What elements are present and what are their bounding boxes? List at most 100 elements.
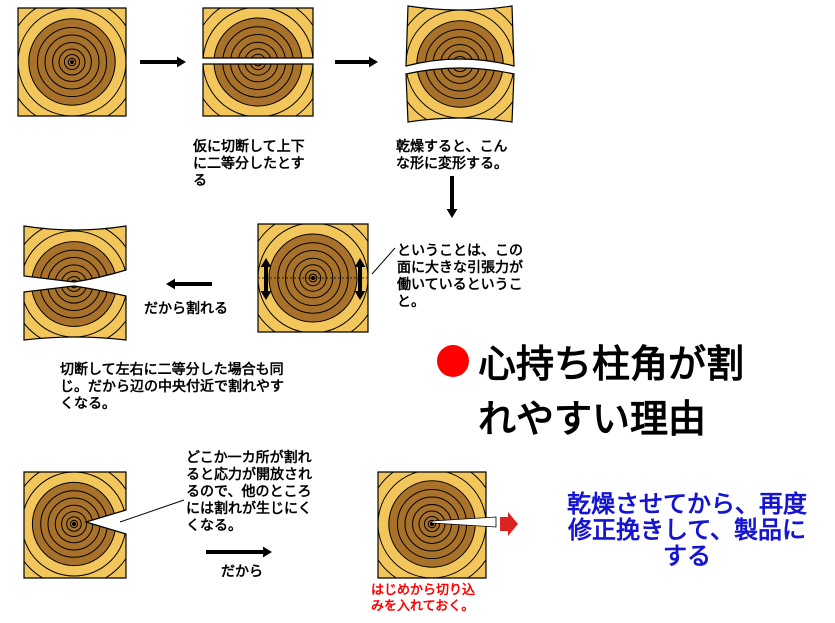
tension-arrow-up-right [354,258,366,278]
caption-dry-then-finish: 乾燥させてから、再度 修正挽きして、製品に する [567,490,807,570]
growth-ring [253,64,263,67]
log-precut-slit [377,471,487,579]
caption-therefore-splits: だから割れる [144,301,228,317]
red-bullet-icon [437,345,469,377]
caption-therefore: だから [221,564,263,580]
tension-arrow-down-left [260,278,272,300]
growth-ring [230,64,286,90]
growth-ring [54,264,94,282]
log-original [17,7,127,117]
pith [311,276,315,280]
caption-precut-slit: はじめから切り込 みを入れておく。 [371,583,476,614]
growth-ring [66,516,82,532]
growth-ring [440,68,480,84]
growth-ring [61,511,87,537]
arrow-down-to-tension [446,176,458,218]
log-deformed-bottom [405,62,515,123]
growth-ring [285,250,341,306]
growth-ring [24,230,126,282]
block-outline [23,285,127,341]
heartwood [213,64,303,107]
growth-ring [446,68,474,78]
growth-ring [60,286,88,298]
growth-ring [60,270,88,282]
log-cut-top [202,7,314,59]
block-outline [23,471,127,579]
block-outline [257,223,369,333]
growth-ring [451,68,469,73]
block-outline [202,63,314,117]
growth-ring [58,48,86,76]
log-natural-crack [23,471,127,579]
heartwood [31,286,117,327]
pith [458,62,462,66]
growth-ring [222,64,294,98]
growth-ring [66,286,82,292]
growth-ring [222,26,294,58]
pointer-line [119,499,185,523]
growth-ring [39,249,109,282]
growth-ring [424,68,496,100]
growth-ring [69,286,79,289]
growth-ring [308,273,318,283]
pith [458,62,462,66]
growth-ring [423,515,441,533]
growth-ring [54,286,94,304]
growth-ring [24,472,126,577]
block-outline [405,67,515,123]
growth-ring [244,64,272,76]
log-tension [257,223,369,333]
arrow-therefore [206,546,272,558]
growth-ring [249,64,267,71]
growth-ring [230,34,286,58]
heartwood [416,68,504,108]
growth-ring [36,26,108,98]
block-outline [17,7,127,117]
red-arrow-icon [500,512,518,536]
growth-ring [39,286,109,319]
growth-ring [237,64,279,83]
caption-tensile-force: ということは、この 面に大きな引張力が 働いているというこ と。 [397,243,523,310]
growth-ring [455,59,465,66]
block-outline [202,7,314,59]
block-outline [405,5,515,67]
pointer-line [371,247,396,275]
log-split-bottom [23,285,127,341]
growth-ring [237,41,279,58]
tension-arrow-up-left [260,258,272,278]
caption-stress-released: どこか一カ所が割れ ると応力が開放され るので、他のところ には割れが生じにく … [186,450,312,534]
growth-ring [249,53,267,58]
growth-ring [455,68,465,69]
growth-ring [44,34,100,90]
heartwood [213,17,303,58]
growth-ring [244,48,272,58]
log-cut-bottom [202,63,314,117]
title-line-2: れやすい理由 [478,397,707,441]
growth-ring [69,279,79,282]
growth-ring [66,276,82,282]
growth-ring [432,68,488,92]
caption-left-right-same: 切断して左右に二等分した場合も同 じ。だから辺の中央付近で割れやす くなる。 [60,362,284,412]
growth-ring [304,269,322,287]
growth-ring [277,242,349,314]
caption-cut-in-half: 仮に切断して上下 に二等分したとす る [193,139,305,189]
arrow-step-1-to-2 [140,56,186,68]
pith [72,522,76,526]
growth-ring [63,53,81,71]
arrow-step-2-to-3 [335,56,378,68]
growth-ring [292,257,334,299]
growth-ring [47,286,101,311]
saw-slit [431,516,497,528]
heartwood [31,241,117,282]
log-split-top [23,225,127,283]
growth-ring [67,57,77,67]
growth-ring [47,257,101,282]
title-line-1: 心持ち柱角が割 [478,342,745,386]
block-outline [23,225,127,283]
growth-ring [69,519,79,529]
caption-deformed-when-dry: 乾燥すると、こん な形に変形する。 [396,139,508,172]
growth-ring [52,42,92,82]
growth-ring [427,519,437,529]
tension-arrow-down-right [354,278,366,300]
